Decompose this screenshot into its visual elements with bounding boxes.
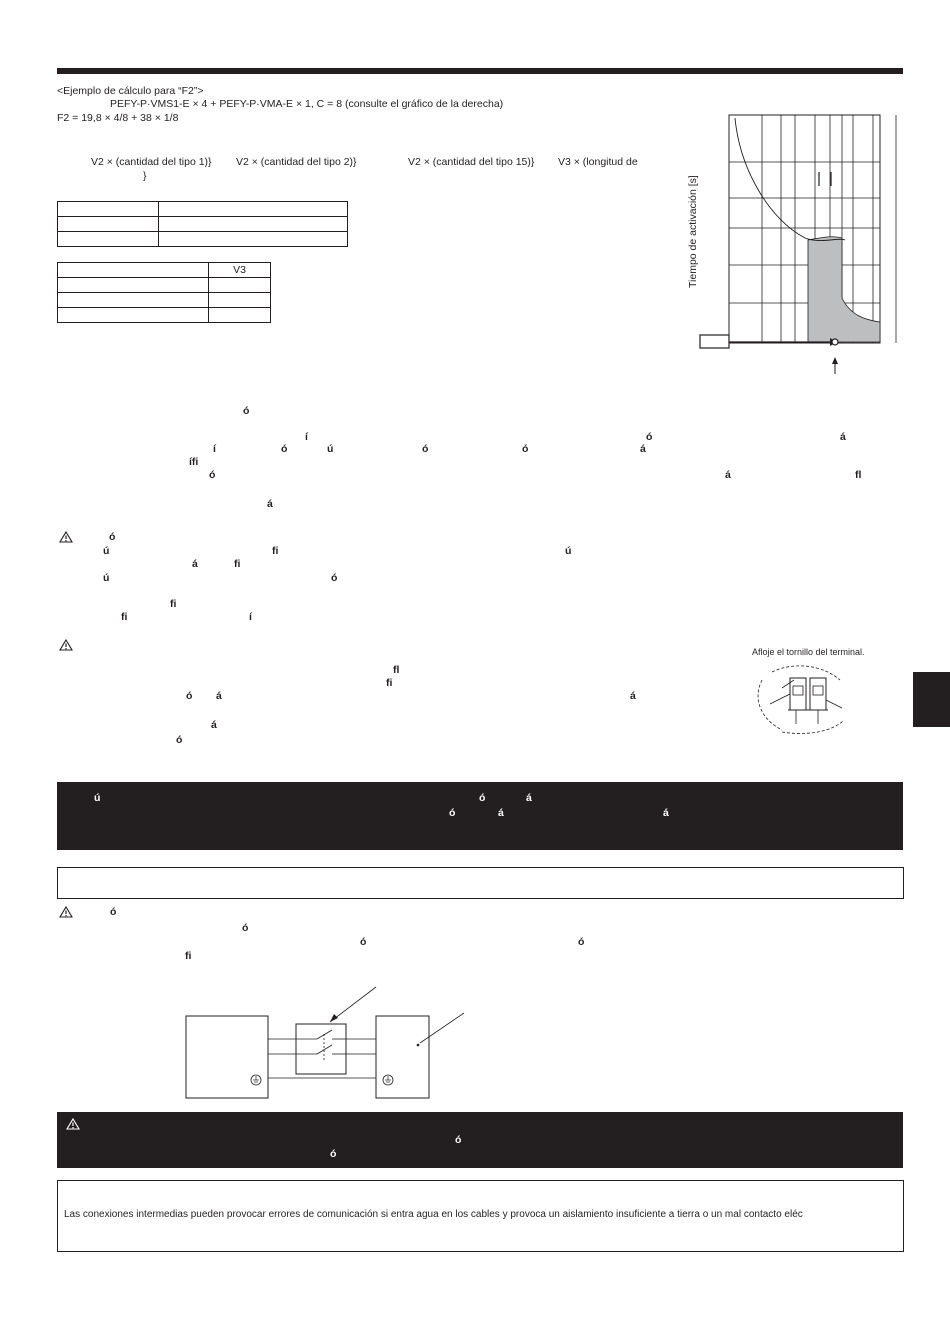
glyph: á [725, 469, 731, 481]
glyph: ó [242, 922, 249, 934]
glyph: ífi [189, 456, 199, 468]
glyph: ó [209, 469, 216, 481]
glyph: fi [121, 611, 128, 623]
wiring-diagram [185, 986, 465, 1099]
glyph: ú [565, 545, 572, 557]
glyph: fi [170, 598, 177, 610]
calc-example-line1: PEFY-P·VMS1-E × 4 + PEFY-P·VMA-E × 1, C … [110, 98, 504, 110]
caution-icon [59, 530, 73, 543]
chart-ylabel: Tiempo de activación [s] [687, 175, 699, 288]
formula-part4: V3 × (longitud de [558, 156, 638, 168]
section-tab [913, 672, 950, 727]
glyph: fi [386, 677, 393, 689]
glyph: ó [422, 443, 429, 455]
glyph: ó [455, 1134, 462, 1146]
glyph: ó [646, 431, 653, 443]
glyph: ó [360, 936, 367, 948]
indoor-unit-box [185, 1015, 269, 1099]
glyph: í [213, 443, 216, 455]
glyph: ó [186, 690, 193, 702]
table-v3-values: V3 [57, 262, 271, 323]
glyph: ú [327, 443, 334, 455]
terminal-block-illustration [757, 665, 845, 734]
glyph: á [840, 431, 846, 443]
glyph: fl [393, 664, 400, 676]
warning-icon [66, 1117, 80, 1130]
header-rule [57, 68, 903, 74]
table-model-values [57, 201, 348, 247]
glyph: á [630, 690, 636, 702]
chart-frame [728, 114, 881, 344]
glyph: ó [281, 443, 288, 455]
table-v3-header: V3 [208, 262, 271, 278]
glyph: ó [331, 572, 338, 584]
glyph: fi [272, 545, 279, 557]
glyph: á [640, 443, 646, 455]
glyph: ó [479, 792, 486, 804]
formula-part3: V2 × (cantidad del tipo 15)} [408, 156, 535, 168]
formula-part1: V2 × (cantidad del tipo 1)} [91, 156, 212, 168]
trip-curve [734, 117, 846, 241]
glyph: ó [109, 531, 116, 543]
power-supply-box [375, 1015, 430, 1099]
glyph: ú [94, 792, 101, 804]
glyph: ó [522, 443, 529, 455]
caution-icon [59, 638, 73, 651]
calc-example-line2: F2 = 19,8 × 4/8 + 38 × 1/8 [57, 112, 179, 124]
glyph: fl [855, 469, 862, 481]
glyph: fi [234, 558, 241, 570]
section-heading-box [57, 867, 904, 899]
calc-example-heading: <Ejemplo de cálculo para “F2”> [57, 85, 204, 97]
caution-icon [59, 905, 73, 918]
glyph: í [305, 431, 308, 443]
breaker-box [295, 1023, 347, 1075]
glyph: ó [243, 405, 250, 417]
glyph: ú [103, 545, 110, 557]
glyph: á [663, 807, 669, 819]
formula-brace: } [143, 170, 147, 182]
shaded-band [807, 236, 881, 343]
glyph: ó [330, 1148, 337, 1160]
glyph: fi [185, 950, 192, 962]
glyph: ó [449, 807, 456, 819]
glyph: á [267, 498, 273, 510]
glyph: á [526, 792, 532, 804]
terminal-caption: Afloje el tornillo del terminal. [752, 647, 865, 657]
glyph: ú [103, 572, 110, 584]
glyph: ó [110, 906, 117, 918]
chart-value-box [699, 334, 730, 349]
activation-time-chart: Tiempo de activación [s] [687, 114, 897, 374]
glyph: á [192, 558, 198, 570]
note-box: Las conexiones intermedias pueden provoc… [57, 1180, 904, 1252]
chart-up-arrow-head [832, 357, 838, 364]
glyph: í [249, 611, 252, 623]
formula-part2: V2 × (cantidad del tipo 2)} [236, 156, 357, 168]
warning-box: ó ó [57, 1112, 903, 1168]
glyph: á [216, 690, 222, 702]
note-text: Las conexiones intermedias pueden provoc… [64, 1209, 803, 1220]
glyph: ó [578, 936, 585, 948]
glyph: ó [176, 734, 183, 746]
glyph: á [498, 807, 504, 819]
glyph: á [211, 719, 217, 731]
chart-operating-point [831, 338, 839, 346]
warning-box: ú ó á ó á á [57, 782, 903, 850]
